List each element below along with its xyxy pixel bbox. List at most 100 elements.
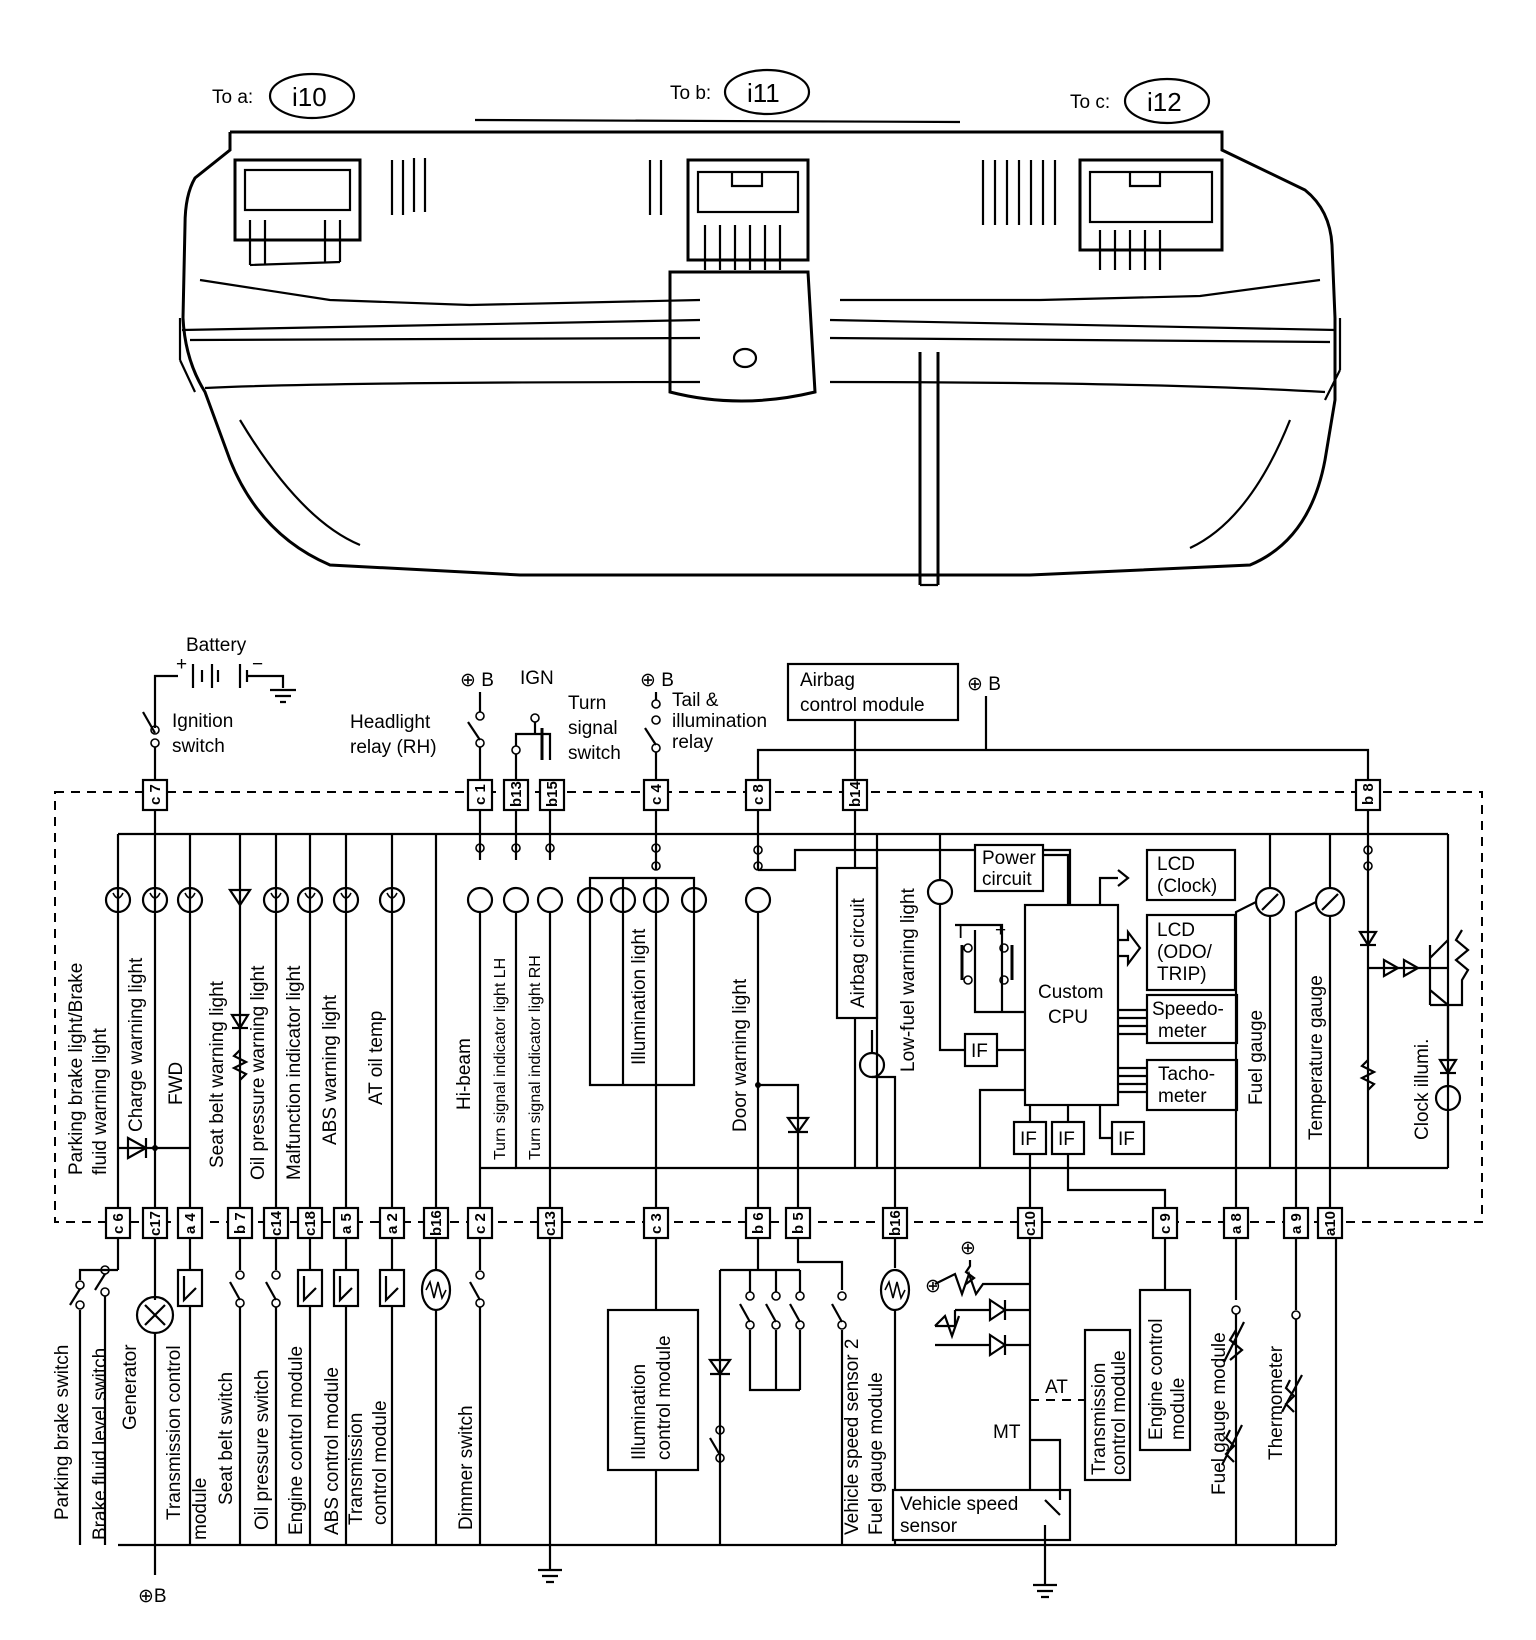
svg-text:a 2: a 2 — [384, 1213, 401, 1234]
speedometer-box — [1145, 993, 1239, 1045]
warning-bulb-row — [104, 886, 406, 914]
tcm2-label-2: control module — [370, 1400, 391, 1525]
if-label: IF — [1058, 1129, 1075, 1150]
fuel-gauge-module-label-2: Fuel gauge module — [1209, 1332, 1230, 1495]
top-connector: b15 — [538, 778, 566, 812]
to-b-label: To b: — [670, 83, 711, 104]
ign-label: IGN — [520, 668, 554, 689]
clock-illumi-label: Clock illumi. — [1412, 1039, 1433, 1140]
tcm2-label-1: Transmission — [346, 1413, 367, 1525]
speedometer-label-1: Speedo- — [1152, 999, 1224, 1020]
bottom-connector: b 5 — [784, 1206, 812, 1240]
bottom-connector: c 3 — [642, 1206, 670, 1240]
top-connector: c 1 — [466, 778, 494, 812]
svg-text:c 8: c 8 — [750, 784, 767, 805]
turn-signal-switch-label-1: Turn — [568, 693, 606, 714]
svg-text:a 5: a 5 — [338, 1213, 355, 1234]
power-circuit-label-1: Power — [982, 848, 1037, 869]
custom-cpu-label-2: CPU — [1048, 1007, 1088, 1028]
svg-text:b13: b13 — [508, 781, 525, 807]
connector-i11-label: i11 — [747, 78, 780, 108]
svg-text:c 1: c 1 — [472, 784, 489, 805]
if-label: IF — [1118, 1129, 1135, 1150]
generator-label: Generator — [120, 1344, 141, 1430]
parking-brake-light-label-1: Parking brake light/Brake — [66, 963, 87, 1175]
bottom-connector: a 9 — [1282, 1206, 1310, 1240]
bottom-connector: b 7 — [226, 1206, 254, 1240]
tcm-label-1: Transmission control — [164, 1345, 185, 1520]
bottom-connector: b16 — [881, 1206, 909, 1240]
internal-labels: Parking brake light/Brake fluid warning … — [66, 888, 1433, 1180]
bottom-connector: b 6 — [744, 1206, 772, 1240]
vehicle-speed-sensor-2-label: Vehicle speed sensor 2 — [842, 1339, 863, 1535]
turn-signal-switch-label-3: switch — [568, 743, 621, 764]
svg-text:+: + — [176, 654, 187, 675]
svg-text:a 9: a 9 — [1288, 1213, 1305, 1234]
if-label: IF — [1020, 1129, 1037, 1150]
at-oil-temp-label: AT oil temp — [366, 1011, 387, 1105]
bottom-connector: c 2 — [466, 1206, 494, 1240]
plus-b-label-1: ⊕ B — [460, 670, 494, 691]
abs-control-module-label: ABS control module — [322, 1367, 343, 1535]
seat-belt-warning-light-label: Seat belt warning light — [207, 980, 228, 1168]
svg-text:b 7: b 7 — [232, 1212, 249, 1234]
svg-text:a 4: a 4 — [182, 1212, 199, 1234]
internal-wiring: Power circuit Custom CPU I + LCD (Clock)… — [104, 810, 1470, 1212]
fuel-gauge-module-label: Fuel gauge module — [866, 1372, 887, 1535]
top-connector: b13 — [502, 778, 530, 812]
tcm3-label-1: Transmission — [1089, 1363, 1110, 1475]
svg-text:c 2: c 2 — [472, 1213, 489, 1234]
at-label: AT — [1045, 1377, 1068, 1398]
top-connector: c 7 — [141, 778, 169, 812]
ignition-switch-label-2: switch — [172, 736, 225, 757]
dimmer-switch-label: Dimmer switch — [456, 1405, 477, 1530]
bottom-connector: c18 — [296, 1206, 324, 1240]
bottom-connector: c10 — [1016, 1206, 1044, 1240]
plus-b-label-2: ⊕ B — [640, 670, 674, 691]
ecm2-label-2: module — [1168, 1378, 1189, 1440]
headlight-relay-label-1: Headlight — [350, 712, 431, 733]
airbag-circuit-label: Airbag circuit — [848, 897, 869, 1008]
to-a-label: To a: — [212, 87, 253, 108]
svg-text:b 6: b 6 — [750, 1212, 767, 1234]
illumination-light-label: Illumination light — [629, 928, 650, 1065]
svg-text:c17: c17 — [147, 1211, 164, 1236]
parking-brake-switch-label: Parking brake switch — [52, 1345, 73, 1520]
power-circuit-label-2: circuit — [982, 869, 1032, 890]
oil-pressure-switch-label: Oil pressure switch — [252, 1370, 273, 1531]
seat-belt-switch-label: Seat belt switch — [216, 1372, 237, 1505]
external-wiring: ⊕B Illumination control module — [69, 1238, 1338, 1607]
ignition-switch-label-1: Ignition — [172, 711, 233, 732]
if-label: IF — [971, 1041, 988, 1062]
tachometer-box — [1145, 1058, 1239, 1112]
bottom-connectors: c 6 c17 a 4 b 7 c14 c18 a 5 a 2 b16 c 2 … — [104, 1206, 1344, 1240]
bottom-connector: c 6 — [104, 1206, 132, 1240]
svg-text:c 3: c 3 — [648, 1213, 665, 1234]
bottom-connector: a 5 — [332, 1206, 360, 1240]
airbag-module-label-1: Airbag — [800, 670, 855, 691]
speedometer-label-2: meter — [1158, 1021, 1207, 1042]
svg-text:c10: c10 — [1022, 1211, 1039, 1236]
svg-text:b 8: b 8 — [1360, 783, 1377, 805]
bottom-connector: c14 — [262, 1206, 290, 1240]
lcd-odo-label-1: LCD — [1157, 920, 1195, 941]
brake-fluid-switch-label: Brake fluid level switch — [90, 1348, 111, 1540]
battery-label: Battery — [186, 635, 247, 656]
lcd-clock-label-1: LCD — [1157, 854, 1195, 875]
abs-warning-light-label: ABS warning light — [320, 994, 341, 1145]
svg-text:+: + — [995, 920, 1006, 941]
lcd-clock-box — [1145, 848, 1237, 902]
svg-text:b 5: b 5 — [790, 1212, 807, 1234]
top-connector: b 8 — [1354, 778, 1382, 812]
top-connector: c 4 — [642, 778, 670, 812]
turn-signal-switch-label-2: signal — [568, 718, 618, 739]
svg-text:c 9: c 9 — [1157, 1213, 1174, 1234]
airbag-module-label-2: control module — [800, 695, 925, 716]
top-connector: b14 — [841, 778, 869, 812]
top-connectors: c 7 c 1 b13 b15 c 4 c 8 b14 b 8 — [141, 778, 1382, 812]
svg-text:⊕: ⊕ — [925, 1276, 941, 1297]
oil-pressure-warning-light-label: Oil pressure warning light — [248, 965, 269, 1180]
svg-text:b15: b15 — [544, 781, 561, 807]
vss-label-2: sensor — [900, 1516, 958, 1537]
tcm-label-2: module — [190, 1478, 211, 1540]
